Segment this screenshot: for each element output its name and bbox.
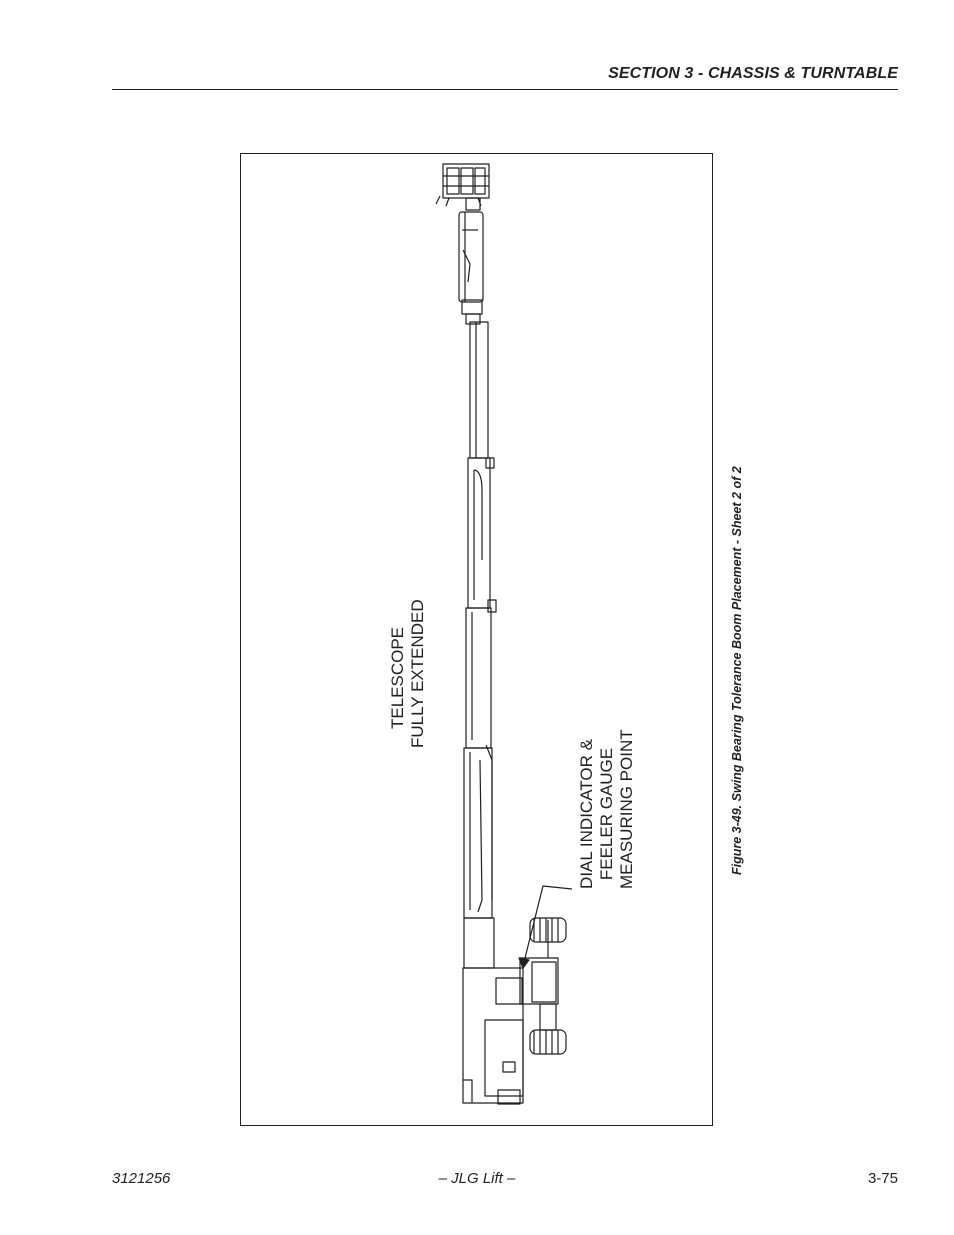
chassis-wheels — [519, 917, 567, 1055]
section-header-title: SECTION 3 - CHASSIS & TURNTABLE — [608, 65, 898, 82]
dial-label-line-1: DIAL INDICATOR & — [577, 739, 596, 889]
measuring-point-leader — [518, 885, 573, 969]
figure-caption: Figure 3-49. Swing Bearing Tolerance Boo… — [730, 466, 744, 875]
jib-arm — [458, 211, 484, 325]
platform-basket — [435, 163, 490, 211]
telescope-label-line-1: TELESCOPE — [388, 626, 407, 730]
telescope-label: TELESCOPE FULLY EXTENDED — [388, 599, 428, 748]
figure-frame — [240, 153, 713, 1126]
dial-label-line-3: MEASURING POINT — [617, 729, 636, 889]
dial-label-line-2: FEELER GAUGE — [597, 747, 616, 881]
document-number: 3121256 — [112, 1170, 171, 1187]
header-divider — [112, 89, 898, 90]
turntable-base — [462, 967, 524, 1105]
publisher-name: – JLG Lift – — [438, 1170, 516, 1187]
page-number: 3-75 — [867, 1170, 898, 1187]
dial-indicator-label: DIAL INDICATOR & FEELER GAUGE MEASURING … — [577, 729, 637, 889]
telescope-label-line-2: FULLY EXTENDED — [408, 599, 427, 748]
telescope-boom — [463, 321, 497, 969]
